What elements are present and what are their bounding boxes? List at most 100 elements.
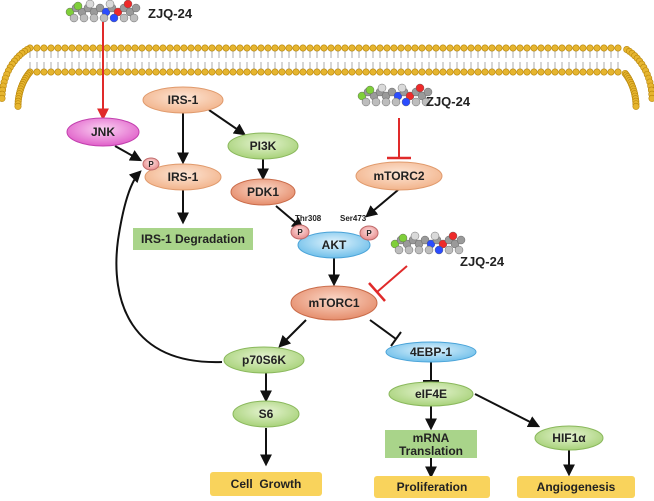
lipid-head xyxy=(334,44,342,52)
atom xyxy=(454,245,464,255)
atom xyxy=(89,13,99,23)
lipid-head xyxy=(467,68,475,76)
lipid-head xyxy=(376,68,384,76)
atom xyxy=(377,83,387,93)
lipid-head xyxy=(362,44,370,52)
lipid-head xyxy=(278,68,286,76)
lipid-head xyxy=(369,44,377,52)
lipid-head xyxy=(369,68,377,76)
lipid-head xyxy=(544,44,552,52)
node-mtorc1-label: mTORC1 xyxy=(308,296,359,310)
lipid-head xyxy=(187,68,195,76)
edge-eif4e-hif1a xyxy=(474,393,541,428)
node-jnk-label: JNK xyxy=(91,125,115,139)
lipid-head xyxy=(124,44,132,52)
lipid-head xyxy=(292,68,300,76)
atom xyxy=(398,233,408,243)
lipid-head xyxy=(320,68,328,76)
lipid-head xyxy=(271,68,279,76)
lipid-head xyxy=(313,68,321,76)
lipid-head xyxy=(607,44,615,52)
lipid-head xyxy=(446,68,454,76)
node-irs1: IRS-1 xyxy=(144,163,222,191)
atom xyxy=(381,97,391,107)
atom xyxy=(414,245,424,255)
atom xyxy=(129,13,139,23)
lipid-head xyxy=(397,44,405,52)
atom xyxy=(119,13,129,23)
atom xyxy=(430,231,440,241)
lipid-head xyxy=(320,44,328,52)
phospho-ser473: P Ser473 xyxy=(340,214,379,241)
node-s6: S6 xyxy=(232,400,300,428)
zjq24-molecule-mid xyxy=(357,83,433,107)
lipid-head xyxy=(187,44,195,52)
lipid-head xyxy=(572,44,580,52)
lipid-head xyxy=(341,44,349,52)
atom xyxy=(79,13,89,23)
atom xyxy=(365,85,375,95)
lipid-head xyxy=(586,44,594,52)
edges xyxy=(97,22,575,479)
lipid-head xyxy=(502,44,510,52)
node-irs1-top: IRS-1 xyxy=(142,86,224,114)
lipid-head xyxy=(579,44,587,52)
box-angiogenesis-label: Angiogenesis xyxy=(537,480,616,494)
lipid-head xyxy=(68,68,76,76)
lipid-head xyxy=(201,44,209,52)
lipid-head xyxy=(607,68,615,76)
drug-label-top: ZJQ-24 xyxy=(148,6,193,21)
lipid-head xyxy=(40,44,48,52)
atom xyxy=(404,245,414,255)
node-irs1-label: IRS-1 xyxy=(168,170,199,184)
lipid-head xyxy=(432,68,440,76)
atom xyxy=(390,239,400,249)
lipid-head xyxy=(47,44,55,52)
node-hif1a: HIF1α xyxy=(534,425,604,451)
lipid-head xyxy=(250,68,258,76)
lipid-head xyxy=(439,44,447,52)
node-pi3k-label: PI3K xyxy=(250,139,277,153)
lipid-head xyxy=(229,68,237,76)
lipid-head xyxy=(243,44,251,52)
lipid-head xyxy=(61,44,69,52)
lipid-head xyxy=(418,68,426,76)
phospho-irs1-label: P xyxy=(148,160,154,169)
lipid-head xyxy=(208,44,216,52)
atom xyxy=(113,7,123,17)
box-proliferation: Proliferation xyxy=(374,476,490,498)
node-hif1a-label: HIF1α xyxy=(552,431,586,445)
node-mtorc1: mTORC1 xyxy=(290,285,378,321)
box-irs1-degradation-label: IRS-1 Degradation xyxy=(141,232,245,246)
edge-pdk1-akt xyxy=(275,205,304,230)
node-4ebp1-label: 4EBP-1 xyxy=(410,345,452,359)
node-mtorc2-label: mTORC2 xyxy=(373,169,424,183)
lipid-head xyxy=(572,68,580,76)
box-proliferation-label: Proliferation xyxy=(397,480,468,494)
lipid-head xyxy=(306,44,314,52)
lipid-head xyxy=(75,44,83,52)
phospho-thr308-p: P xyxy=(297,228,303,237)
lipid-head xyxy=(180,68,188,76)
zjq24-molecule-low xyxy=(390,231,466,255)
lipid-head xyxy=(481,68,489,76)
lipid-head xyxy=(390,44,398,52)
lipid-head xyxy=(404,68,412,76)
box-mrna-line1: mRNA xyxy=(413,431,450,445)
lipid-head xyxy=(110,44,118,52)
atom xyxy=(387,87,397,97)
atom xyxy=(421,97,431,107)
node-jnk: JNK xyxy=(66,117,140,147)
box-cell-growth-label: Cell Growth xyxy=(231,477,302,491)
lipid-head xyxy=(117,68,125,76)
atom xyxy=(401,97,411,107)
lipid-head xyxy=(0,94,6,102)
lipid-head xyxy=(544,68,552,76)
label-ser473: Ser473 xyxy=(340,214,367,223)
atom xyxy=(420,235,430,245)
box-mrna-line2: Translation xyxy=(399,444,463,458)
lipid-head xyxy=(327,68,335,76)
lipid-head xyxy=(530,44,538,52)
lipid-head xyxy=(383,68,391,76)
lipid-head xyxy=(334,68,342,76)
